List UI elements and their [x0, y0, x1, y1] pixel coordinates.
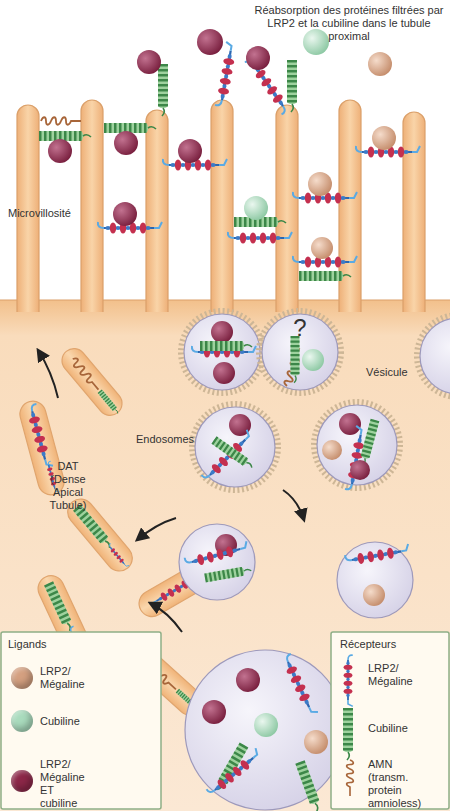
microvillus [339, 100, 361, 312]
microvillus [81, 100, 103, 312]
megalin-receptor [201, 430, 254, 483]
cubilin-receptor [39, 131, 91, 141]
endosome [179, 524, 255, 600]
ligand-megalin [308, 172, 332, 196]
legend-text: LRP2/ Mégaline [40, 665, 102, 691]
megalin-receptor [280, 654, 318, 717]
legend-swatch [11, 770, 33, 792]
ligand-cubilin [303, 29, 329, 55]
ligand-both [178, 139, 202, 163]
amnionless-receptor [70, 357, 101, 392]
cubilin-receptor [359, 419, 380, 467]
legend-text: Cubiline [368, 722, 438, 735]
question-mark: ? [288, 314, 312, 342]
megalin-receptor [345, 544, 410, 566]
cubilin-receptor [295, 760, 322, 811]
ligand-megalin [363, 584, 385, 606]
megalin-receptor [206, 748, 263, 798]
ligand-both [236, 668, 260, 692]
cubilin-receptor [204, 565, 252, 582]
legend-text: LRP2/ Mégaline [368, 662, 428, 688]
diagram-title: Réabsorption des protéines filtrées par … [250, 4, 448, 43]
region-label: Vésicule [366, 366, 436, 379]
cell-body [0, 300, 450, 811]
legend-frame [1, 632, 161, 809]
legend-cubilin-sample [343, 708, 353, 760]
ligand-both [350, 460, 370, 480]
ligand-both [113, 202, 137, 226]
trafficking-arrow [283, 490, 304, 520]
cubilin-receptor [299, 271, 351, 281]
trafficking-arrow [150, 603, 182, 632]
ligand-cubilin [302, 349, 324, 371]
cubilin-receptor [44, 581, 75, 632]
ligand-megalin [304, 730, 328, 754]
ligand-both [246, 46, 270, 70]
cubilin-receptor [98, 389, 121, 414]
coated-vesicle [184, 314, 260, 390]
ligand-megalin [368, 52, 392, 76]
ligand-both [211, 321, 233, 343]
ligand-both [339, 413, 361, 435]
late-endosome [185, 650, 345, 810]
megalin-receptor [345, 426, 367, 491]
ligand-both [197, 29, 223, 55]
microvillus [276, 105, 298, 312]
legend-heading: Récepteurs [340, 638, 440, 651]
endosome [337, 542, 413, 618]
legend-amnionless-sample [347, 760, 354, 796]
ligand-both [48, 139, 72, 163]
ligand-cubilin [254, 713, 278, 737]
endosome [195, 407, 275, 487]
legend-text: Cubiline [40, 715, 120, 728]
cubilin-receptor [291, 336, 300, 383]
megalin-receptor [228, 232, 292, 244]
cubilin-receptor [73, 504, 114, 550]
legend-megalin-sample [344, 655, 353, 706]
ligand-both [137, 50, 161, 74]
cubilin-receptor [287, 60, 297, 112]
cubilin-receptor [211, 436, 254, 470]
trafficking-arrow [137, 518, 176, 540]
megalin-receptor [25, 404, 53, 469]
tubule-shape [57, 344, 127, 421]
megalin-receptor [107, 543, 130, 568]
legend-frame [331, 632, 449, 809]
ligand-megalin [372, 126, 396, 150]
microvillus [211, 100, 233, 312]
cubilin-receptor [158, 64, 168, 116]
cubilin-receptor [200, 341, 252, 351]
legend-text: LRP2/ Mégaline ET cubiline [40, 758, 92, 810]
ligand-both [213, 362, 235, 384]
region-label: Microvillosité [8, 207, 103, 220]
ligand-megalin [322, 440, 342, 460]
ligand-megalin [311, 237, 333, 259]
trafficking-arrow [38, 350, 58, 398]
legend-swatch [11, 667, 33, 689]
megalin-receptor [185, 541, 250, 569]
microvillus [403, 112, 425, 312]
ligand-cubilin [244, 196, 268, 220]
legend-text: AMN (transm. protein amnioless) [368, 758, 432, 810]
clathrin-coat [417, 315, 450, 397]
cubilin-receptor [104, 123, 156, 133]
clathrin-coat [181, 311, 263, 393]
clathrin-coat [192, 404, 278, 490]
ligand-both [202, 700, 226, 724]
dense-apical-tubule [57, 344, 127, 421]
coated-vesicle [262, 314, 338, 390]
megalin-receptor [215, 42, 237, 107]
region-label: DAT (Dense Apical Tubule) [43, 460, 93, 512]
amnionless-receptor [41, 117, 81, 125]
coated-vesicle [420, 318, 450, 394]
microvillus [146, 110, 168, 312]
legend-swatch [11, 710, 33, 732]
ligand-both [114, 131, 138, 155]
legend-heading: Ligands [8, 638, 98, 651]
clathrin-coat [259, 311, 341, 393]
region-label: Endosomes [136, 433, 216, 446]
